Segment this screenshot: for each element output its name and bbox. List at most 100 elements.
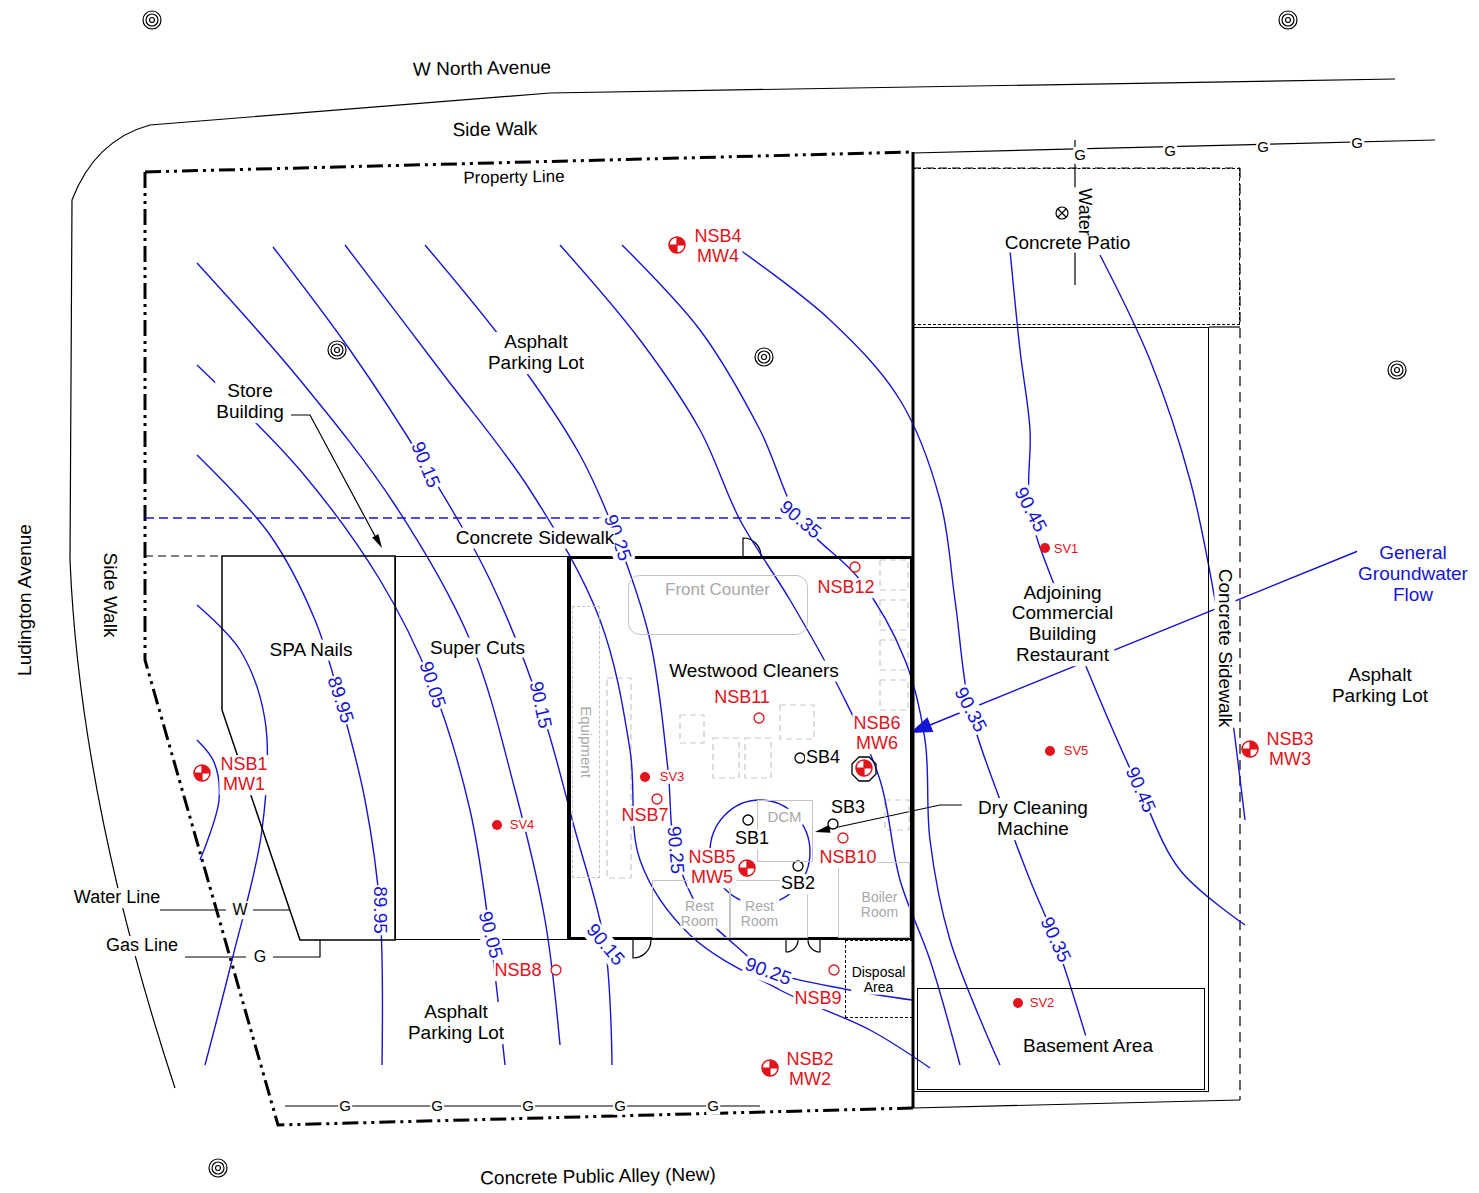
contour-value: 90.35 <box>949 683 991 737</box>
contour-value: 90.15 <box>406 438 444 492</box>
equipment-outline <box>713 738 739 778</box>
well-vault <box>852 757 876 781</box>
contour-value: 90.45 <box>1120 763 1159 817</box>
dashed-boundary <box>145 555 222 556</box>
area-name: DCM <box>766 808 802 825</box>
sample-point-label: SV2 <box>1029 996 1056 1010</box>
property-boundary <box>145 172 913 1125</box>
soil-vapor-symbol <box>1045 746 1055 756</box>
room-box: Boiler Room <box>838 862 910 938</box>
map-label: Asphalt Parking Lot <box>1322 665 1439 707</box>
contour-line <box>1100 255 1245 820</box>
sidewalk-edge <box>70 93 550 1088</box>
manhole <box>1279 11 1297 29</box>
area-name: Boiler Room <box>860 889 899 920</box>
area-name: Disposal Area <box>851 964 907 995</box>
map-label: Concrete Public Alley (New) <box>479 1164 717 1189</box>
equipment-outline <box>880 600 908 630</box>
map-label: W North Avenue <box>412 57 552 80</box>
sidewalk-edge <box>913 1100 1240 1108</box>
contour-line <box>560 245 960 1065</box>
well-quadrant <box>1242 741 1258 757</box>
area-name: Adjoining Commercial Building Restaurant <box>1011 583 1114 667</box>
well-cross <box>194 765 210 781</box>
contour-line <box>197 365 505 1065</box>
contour-value: 90.25 <box>662 824 687 875</box>
well-cross <box>1242 741 1258 757</box>
contour-value: 90.35 <box>1035 913 1075 967</box>
utility-mark: G <box>253 948 267 966</box>
area-name: Front Counter <box>664 580 771 599</box>
sample-point-label: NSB8 <box>493 961 542 981</box>
map-label: Gas Line <box>105 936 179 956</box>
contour-value: 90.05 <box>473 908 506 961</box>
contour-line <box>197 455 382 1065</box>
water-line <box>160 909 290 910</box>
utility-mark: G <box>1350 135 1364 152</box>
soil-vapor-symbol <box>1013 998 1023 1008</box>
utility-mark: G <box>1163 143 1177 160</box>
contour-value: 89.95 <box>322 673 357 727</box>
utility-mark: G <box>613 1098 627 1115</box>
well-ring <box>856 760 872 776</box>
map-label: SB1 <box>734 829 770 849</box>
arrow-head <box>372 534 382 548</box>
monitoring-well-symbol <box>762 1060 778 1076</box>
soil-boring-symbol <box>754 713 764 723</box>
monitoring-well-symbol <box>856 760 872 776</box>
map-label: Store Building <box>215 381 285 423</box>
unit-outline <box>222 556 395 940</box>
soil-boring-symbol <box>850 562 860 572</box>
sample-point-label: NSB12 <box>816 578 875 598</box>
equipment-outline <box>607 678 631 878</box>
soil-vapor-symbol <box>1040 543 1050 553</box>
map-label: Dry Cleaning Machine <box>967 798 1099 840</box>
counter-outline: Front Counter <box>628 575 808 635</box>
map-label: SB4 <box>805 748 841 768</box>
contour-line <box>345 245 930 1068</box>
map-label: Concrete Sidewalk <box>1215 568 1236 728</box>
sample-points <box>194 237 1258 1076</box>
equipment-outline <box>880 560 908 590</box>
equipment-outline <box>880 680 908 710</box>
monitoring-well-symbol <box>739 860 755 876</box>
contour-line <box>197 263 560 1045</box>
soil-boring-symbol <box>829 965 839 975</box>
utility-mark: G <box>706 1098 720 1115</box>
contour-value: 90.25 <box>741 954 795 991</box>
sample-point-label: NSB7 <box>620 806 669 826</box>
utility-mark: W <box>231 901 248 919</box>
contour-value: 90.15 <box>581 919 629 970</box>
contour-line <box>197 740 219 860</box>
sample-point-label: SV4 <box>509 818 536 832</box>
equipment-area: Equipment <box>572 606 600 878</box>
well-cross <box>669 237 685 253</box>
manholes <box>143 11 1406 1177</box>
manhole <box>143 11 161 29</box>
monitoring-well-symbol <box>194 765 210 781</box>
unit-outline <box>222 556 395 940</box>
sample-point-label: NSB10 <box>818 848 877 868</box>
map-label: Side Walk <box>100 552 121 639</box>
street-edge <box>550 79 1395 93</box>
disposal-area: Disposal Area <box>845 940 913 1018</box>
site-features <box>145 140 1435 1108</box>
well-quadrant <box>739 860 755 876</box>
area-name: Basement Area <box>1022 1036 1154 1057</box>
manhole <box>209 1159 227 1177</box>
old-boring-symbol <box>828 819 838 829</box>
area-name: Rest Room <box>680 898 719 929</box>
flow-label: General Groundwater Flow <box>1357 543 1469 606</box>
sample-point-label: NSB6 MW6 <box>852 714 901 754</box>
manhole <box>755 348 773 366</box>
sample-point-label: NSB2 MW2 <box>785 1050 834 1090</box>
utility-mark: G <box>1073 147 1087 164</box>
water-valve <box>1056 207 1068 219</box>
equipment-outline <box>780 705 814 739</box>
map-label: Asphalt Parking Lot <box>398 1002 515 1044</box>
contour-value: 90.35 <box>774 496 825 544</box>
well-cross <box>762 1060 778 1076</box>
contour-value: 90.15 <box>525 679 556 732</box>
well-ring <box>1242 741 1258 757</box>
